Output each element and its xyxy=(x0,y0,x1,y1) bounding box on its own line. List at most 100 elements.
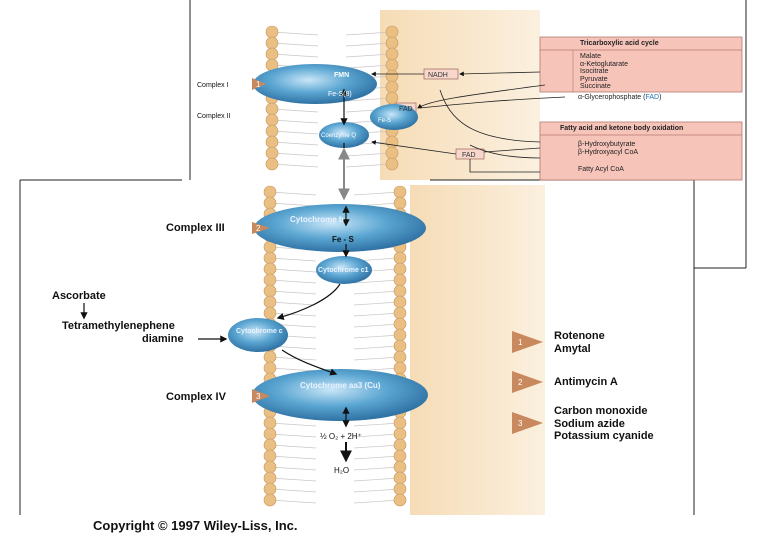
cytochrome-c1-enzyme xyxy=(316,256,372,284)
fatty-acid-item: Fatty Acyl CoA xyxy=(578,166,624,173)
oxygen-label: ½ O₂ + 2H⁺ xyxy=(320,432,362,441)
lipid-tail xyxy=(353,444,401,449)
lipid-tail xyxy=(269,290,317,295)
lipid-head xyxy=(263,306,277,320)
lipid-head xyxy=(263,361,277,375)
lipid-tail xyxy=(353,356,401,361)
glycerophosphate-suffix: ) xyxy=(659,94,662,101)
glycerophosphate-label: α-Glycerophosphate (FAD) xyxy=(578,94,661,101)
lipid-head xyxy=(263,427,277,441)
lipid-tail xyxy=(269,455,317,460)
lipid-tail xyxy=(353,433,401,438)
inhibitor-name: Antimycin A xyxy=(554,376,618,388)
fes-complex2-label: Fe-S xyxy=(378,118,391,124)
lipid-head xyxy=(385,36,399,50)
inhibitor-1-number: 1 xyxy=(518,338,523,347)
fes-label: Fe - S xyxy=(332,235,354,244)
inhibitor-name: Potassium cyanide xyxy=(554,430,654,442)
tca-item: Malate xyxy=(580,53,602,60)
lipid-tail xyxy=(353,345,401,350)
lipid-head xyxy=(265,25,279,39)
lipid-tail xyxy=(271,53,319,58)
lipid-head xyxy=(263,449,277,463)
lipid-tail xyxy=(269,466,317,471)
marker-2-number: 2 xyxy=(256,224,261,233)
lipid-head xyxy=(393,328,407,342)
complex-3-enzyme xyxy=(254,204,426,252)
lipid-head xyxy=(385,135,399,149)
complex-2-enzyme xyxy=(370,104,418,130)
lipid-head xyxy=(263,295,277,309)
lipid-tail xyxy=(345,31,393,36)
lipid-head xyxy=(263,493,277,507)
lipid-head xyxy=(385,80,399,94)
cytochrome-b-label: Cytochrome b xyxy=(290,215,344,224)
lipid-tail xyxy=(271,152,319,157)
lipid-tail xyxy=(269,422,317,427)
complex-3-label: Complex III xyxy=(166,222,225,234)
lipid-tail xyxy=(353,191,401,196)
lipid-tail xyxy=(345,163,393,168)
lipid-head xyxy=(385,47,399,61)
lipid-head xyxy=(393,482,407,496)
fes8-label: Fe-S(8) xyxy=(328,91,352,98)
fmn-label: FMN xyxy=(334,72,349,79)
lipid-tail xyxy=(353,279,401,284)
lipid-tail xyxy=(269,279,317,284)
fatty-acid-box xyxy=(539,121,743,181)
lipid-head xyxy=(385,146,399,160)
lipid-tail xyxy=(271,108,319,113)
complex-4-enzyme xyxy=(252,369,428,421)
inhibitor-name: Amytal xyxy=(554,342,591,355)
tca-box xyxy=(539,36,743,93)
lipid-head xyxy=(263,416,277,430)
lipid-head xyxy=(263,262,277,276)
lipid-head xyxy=(263,350,277,364)
lipid-head xyxy=(263,284,277,298)
lipid-head xyxy=(393,295,407,309)
lipid-tail xyxy=(353,477,401,482)
inhibitor-name: Carbon monoxide xyxy=(554,405,648,417)
lipid-head xyxy=(393,284,407,298)
complex-1-top-label: Complex I xyxy=(197,82,229,89)
tca-item: Succinate xyxy=(580,83,611,90)
inhibitor-2-number: 2 xyxy=(518,378,523,387)
complex-1-enzyme xyxy=(253,64,377,104)
cytochrome-c-enzyme xyxy=(228,318,288,352)
lipid-tail xyxy=(271,141,319,146)
marker-3-number: 3 xyxy=(256,392,261,401)
water-label: H₂O xyxy=(334,466,349,475)
inhibitor-2-triangle xyxy=(512,371,543,393)
inhibitor-name: Sodium azide xyxy=(554,417,625,430)
lipid-head xyxy=(393,361,407,375)
lipid-tail xyxy=(353,334,401,339)
lipid-tail xyxy=(353,290,401,295)
glycerophosphate-fad: FAD xyxy=(645,94,660,101)
lipid-tail xyxy=(353,422,401,427)
lipid-tail xyxy=(269,488,317,493)
lipid-head xyxy=(393,339,407,353)
lipid-head xyxy=(393,350,407,364)
lipid-tail xyxy=(269,356,317,361)
lipid-tail xyxy=(345,53,393,58)
lipid-tail xyxy=(353,312,401,317)
lipid-head xyxy=(265,135,279,149)
inhibitor-3-number: 3 xyxy=(518,419,523,428)
lipid-tail xyxy=(271,42,319,47)
lipid-tail xyxy=(269,301,317,306)
nadh-label: NADH xyxy=(428,72,448,79)
cytochrome-c-label: Cytochrome c xyxy=(236,328,283,335)
lipid-head xyxy=(265,113,279,127)
tca-item: Pyruvate xyxy=(580,75,608,83)
lipid-head xyxy=(263,471,277,485)
main-panel-frame xyxy=(19,179,695,515)
lipid-tail xyxy=(271,163,319,168)
lipid-head xyxy=(393,273,407,287)
fatty-acid-title: Fatty acid and ketone body oxidation xyxy=(560,125,684,132)
cytochrome-c1-label: Cytochrome c1 xyxy=(318,267,369,274)
lipid-head xyxy=(385,91,399,105)
marker-2-triangle xyxy=(252,222,270,234)
tmpd-label-line1: Tetramethylenephene xyxy=(62,320,175,332)
lipid-tail xyxy=(345,42,393,47)
